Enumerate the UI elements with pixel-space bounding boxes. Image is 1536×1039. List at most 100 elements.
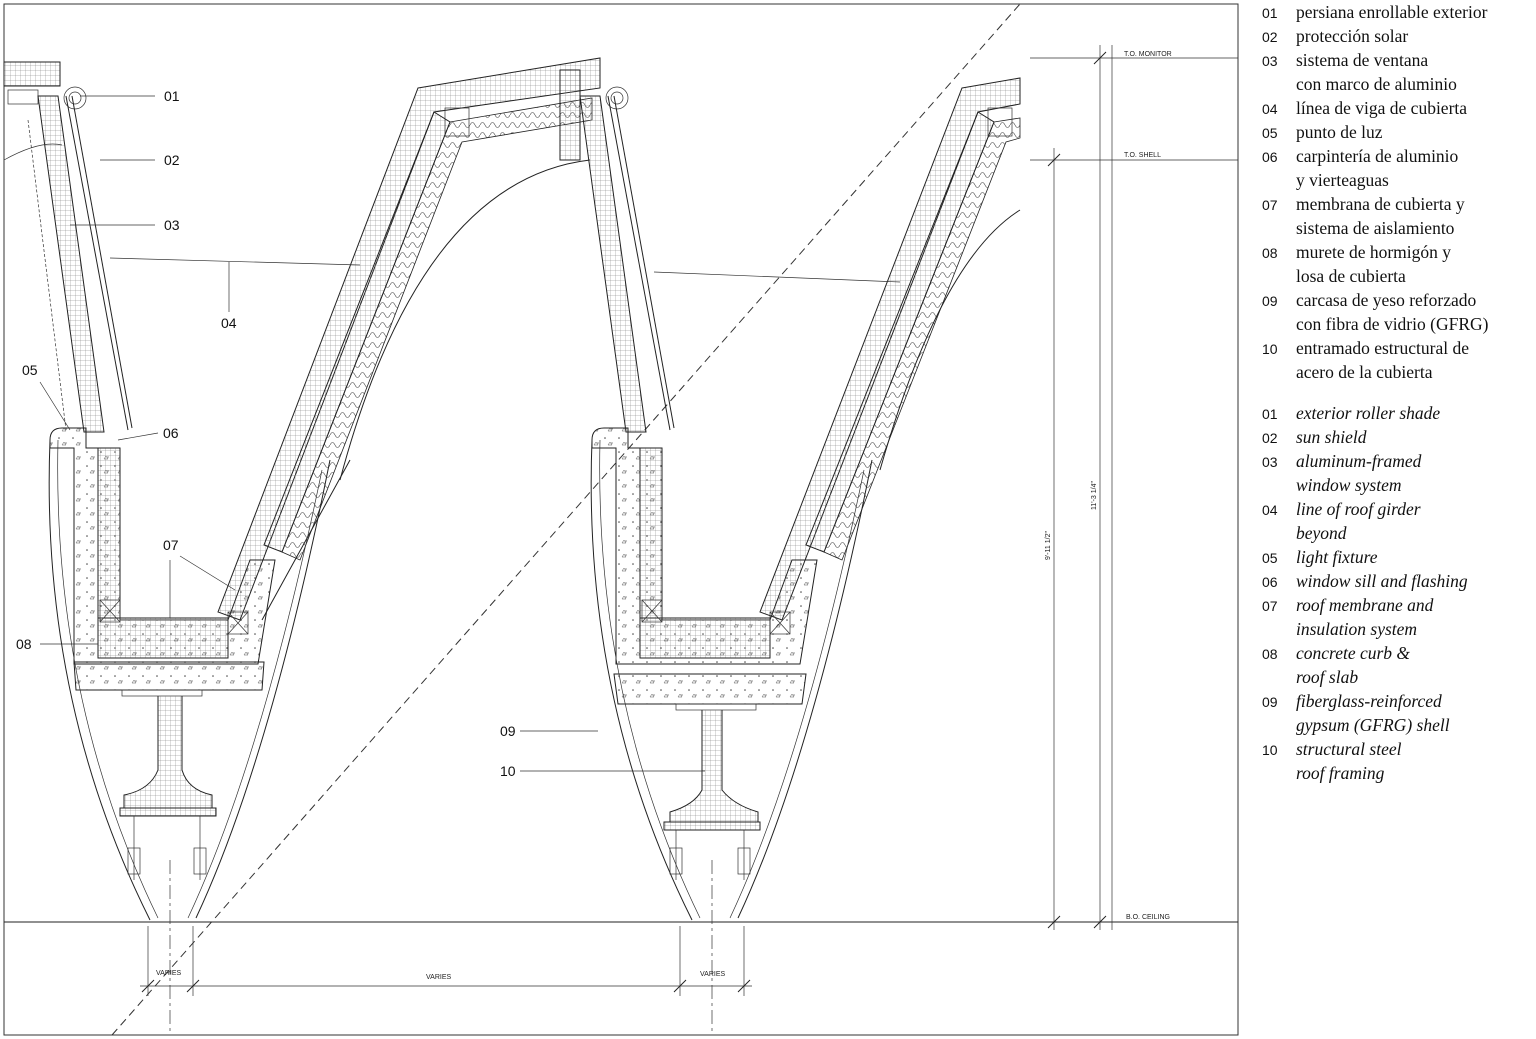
- legend-es-04: 04 línea de viga de cubierta: [1262, 96, 1532, 120]
- legend-text: aluminum-framed: [1296, 451, 1422, 471]
- legend-spanish: 01 persiana enrollable exterior 02 protecc…: [1262, 0, 1532, 384]
- legend-num: 01: [1262, 5, 1278, 21]
- callout-01: 01: [164, 88, 180, 104]
- legend-es-06: 06 carpintería de aluminio: [1262, 144, 1532, 168]
- legend-es-09: 09 carcasa de yeso reforzado: [1262, 288, 1532, 312]
- legend-es-01: 01 persiana enrollable exterior: [1262, 0, 1532, 24]
- dim-varies-right: VARIES: [700, 971, 725, 978]
- legend-text: light fixture: [1296, 547, 1378, 567]
- legend-text: fiberglass-reinforced: [1296, 691, 1442, 711]
- legend-num: 08: [1262, 245, 1278, 261]
- legend-num: 08: [1262, 646, 1278, 662]
- legend-en-09: 09 fiberglass-reinforced: [1262, 689, 1532, 713]
- legend-text-cont: beyond: [1296, 523, 1347, 543]
- legend-en-04: 04 line of roof girder: [1262, 497, 1532, 521]
- legend-es-03: 03 sistema de ventana: [1262, 48, 1532, 72]
- legend-text-cont: con fibra de vidrio (GFRG): [1296, 314, 1489, 334]
- callout-10: 10: [500, 763, 516, 779]
- legend-text-cont: acero de la cubierta: [1296, 362, 1433, 382]
- legend-text: carpintería de aluminio: [1296, 146, 1459, 166]
- legend-num: 03: [1262, 454, 1278, 470]
- legend-num: 01: [1262, 406, 1278, 422]
- legend-text: sistema de ventana: [1296, 50, 1429, 70]
- legend-text: roof membrane and: [1296, 595, 1434, 615]
- dim-varies-left: VARIES: [156, 970, 181, 977]
- legend-text-cont: insulation system: [1296, 619, 1418, 639]
- legend-text: sun shield: [1296, 427, 1367, 447]
- legend-text-cont: sistema de aislamiento: [1296, 218, 1455, 238]
- legend-en-07: 07 roof membrane and: [1262, 593, 1532, 617]
- dim-to-monitor: T.O. MONITOR: [1124, 51, 1172, 58]
- legend: 01 persiana enrollable exterior 02 protecc…: [1262, 0, 1532, 785]
- legend-text-cont: roof framing: [1296, 763, 1385, 783]
- legend-num: 05: [1262, 125, 1278, 141]
- legend-num: 06: [1262, 574, 1278, 590]
- callout-08: 08: [16, 636, 32, 652]
- legend-text: membrana de cubierta y: [1296, 194, 1465, 214]
- horizontal-dimensions: [140, 926, 752, 996]
- legend-es-08: 08 murete de hormigón y: [1262, 240, 1532, 264]
- legend-es-05: 05 punto de luz: [1262, 120, 1532, 144]
- legend-en-08: 08 concrete curb &: [1262, 641, 1532, 665]
- callout-04: 04: [221, 315, 237, 331]
- legend-num: 07: [1262, 197, 1278, 213]
- legend-en-03: 03 aluminum-framed: [1262, 449, 1532, 473]
- legend-text-cont: con marco de aluminio: [1296, 74, 1457, 94]
- right-sawtooth-unit: [559, 69, 1021, 1032]
- legend-en-02: 02 sun shield: [1262, 425, 1532, 449]
- legend-num: 02: [1262, 29, 1278, 45]
- legend-text: line of roof girder: [1296, 499, 1421, 519]
- callout-02: 02: [164, 152, 180, 168]
- legend-num: 10: [1262, 341, 1278, 357]
- legend-en-01: 01 exterior roller shade: [1262, 401, 1532, 425]
- legend-text-cont: roof slab: [1296, 667, 1359, 687]
- legend-text: structural steel: [1296, 739, 1402, 759]
- legend-num: 10: [1262, 742, 1278, 758]
- legend-text-cont: losa de cubierta: [1296, 266, 1406, 286]
- callout-09: 09: [500, 723, 516, 739]
- legend-text: exterior roller shade: [1296, 403, 1441, 423]
- legend-num: 09: [1262, 293, 1278, 309]
- legend-es-07: 07 membrana de cubierta y: [1262, 192, 1532, 216]
- vertical-dimensions: [1030, 45, 1238, 930]
- legend-text: punto de luz: [1296, 122, 1383, 142]
- legend-es-10: 10 entramado estructural de: [1262, 336, 1532, 360]
- legend-text: persiana enrollable exterior: [1296, 2, 1488, 22]
- legend-text: concrete curb &: [1296, 643, 1411, 663]
- legend-en-06: 06 window sill and flashing: [1262, 569, 1532, 593]
- legend-en-10: 10 structural steel: [1262, 737, 1532, 761]
- callout-05: 05: [22, 362, 38, 378]
- legend-num: 03: [1262, 53, 1278, 69]
- legend-text: carcasa de yeso reforzado: [1296, 290, 1477, 310]
- callout-03: 03: [164, 217, 180, 233]
- legend-english: 01 exterior roller shade 02 sun shield 03 a…: [1262, 401, 1532, 785]
- legend-num: 09: [1262, 694, 1278, 710]
- legend-text-cont: y vierteaguas: [1296, 170, 1389, 190]
- legend-num: 07: [1262, 598, 1278, 614]
- legend-text: protección solar: [1296, 26, 1409, 46]
- legend-text-cont: gypsum (GFRG) shell: [1296, 715, 1450, 735]
- legend-en-05: 05 light fixture: [1262, 545, 1532, 569]
- callout-06: 06: [163, 425, 179, 441]
- legend-text: window sill and flashing: [1296, 571, 1468, 591]
- dim-bo-ceiling: B.O. CEILING: [1126, 914, 1170, 921]
- dim-to-shell: T.O. SHELL: [1124, 152, 1161, 159]
- legend-num: 02: [1262, 430, 1278, 446]
- legend-text: murete de hormigón y: [1296, 242, 1452, 262]
- legend-num: 05: [1262, 550, 1278, 566]
- dim-height-total: 11'-3 1/4": [1091, 480, 1098, 510]
- callout-07: 07: [163, 537, 179, 553]
- legend-text: entramado estructural de: [1296, 338, 1469, 358]
- legend-num: 04: [1262, 101, 1278, 117]
- legend-num: 06: [1262, 149, 1278, 165]
- legend-num: 04: [1262, 502, 1278, 518]
- left-sawtooth-unit: [3, 57, 601, 1032]
- callout-leaders: [39, 95, 901, 772]
- legend-text-cont: window system: [1296, 475, 1402, 495]
- drawing-frame: [3, 3, 1239, 1036]
- legend-text: línea de viga de cubierta: [1296, 98, 1468, 118]
- dashed-section-line: [111, 3, 1021, 1036]
- dim-varies-middle: VARIES: [426, 974, 451, 981]
- dim-height-shell: 9'-11 1/2": [1045, 530, 1052, 560]
